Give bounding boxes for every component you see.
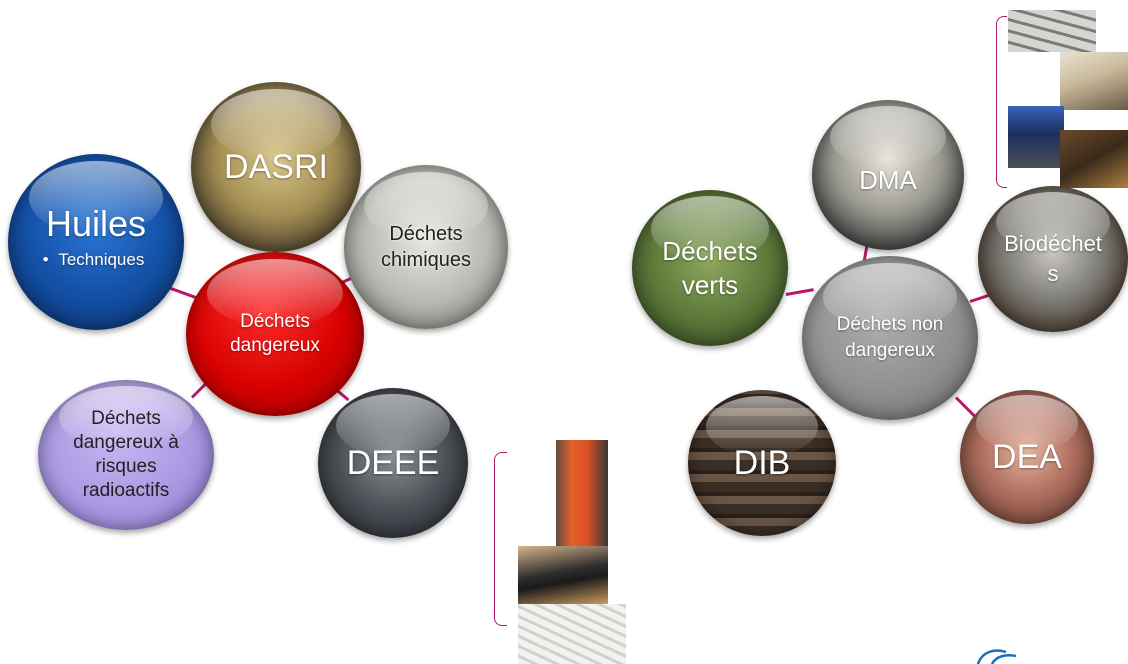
bullet-icon: • (42, 250, 49, 269)
node-radioactifs: Déchets dangereux à risques radioactifs (38, 380, 214, 530)
node-center-non-dangerous-label: Déchets non dangereux (836, 314, 944, 361)
photo-tile-neon (518, 604, 626, 664)
photo-tile-screens (1008, 106, 1064, 168)
brace-deee (494, 452, 507, 626)
node-dib: DIB (688, 390, 836, 536)
node-radioactifs-label: Déchets dangereux à risques radioactifs (73, 408, 179, 501)
node-dea: DEA (960, 390, 1094, 524)
node-biodechets: Biodéchets (978, 186, 1128, 332)
photo-tile-boxes (1060, 52, 1128, 110)
node-verts-label: Déchets verts (662, 236, 758, 300)
node-chimiques-label: Déchets chimiques (380, 223, 472, 271)
node-dma: DMA (812, 100, 964, 250)
connector-dea (954, 396, 976, 417)
photo-tile-tube (556, 440, 608, 546)
node-dib-label: DIB (733, 444, 791, 482)
node-deee-label: DEEE (346, 444, 440, 482)
node-dea-label: DEA (992, 438, 1062, 476)
brace-dma (996, 16, 1007, 188)
node-deee: DEEE (318, 388, 468, 538)
connector-verts (785, 288, 814, 296)
node-verts: Déchets verts (632, 190, 788, 346)
node-biodechets-label: Biodéchets (1004, 231, 1102, 286)
node-dma-label: DMA (859, 164, 917, 195)
node-dasri: DASRI (191, 82, 361, 252)
photo-tile-lamp (518, 546, 608, 604)
photo-tile-ceiling (1008, 10, 1096, 52)
node-huiles: Huiles • Techniques (8, 154, 184, 330)
photo-tile-bottles (1060, 130, 1128, 188)
node-huiles-bullet-text: Techniques (58, 250, 145, 269)
node-chimiques: Déchets chimiques (344, 165, 508, 329)
node-center-dangerous-label: Déchets dangereux (230, 311, 320, 356)
logo-icon (976, 649, 1017, 664)
node-huiles-bullet: • Techniques (43, 248, 150, 272)
node-center-dangerous: Déchets dangereux (186, 252, 364, 416)
node-dasri-label: DASRI (224, 148, 328, 186)
node-huiles-text: Huiles • Techniques (43, 204, 150, 272)
node-huiles-label: Huiles (45, 203, 147, 244)
node-center-non-dangerous: Déchets non dangereux (802, 256, 978, 420)
gloss (830, 106, 946, 169)
